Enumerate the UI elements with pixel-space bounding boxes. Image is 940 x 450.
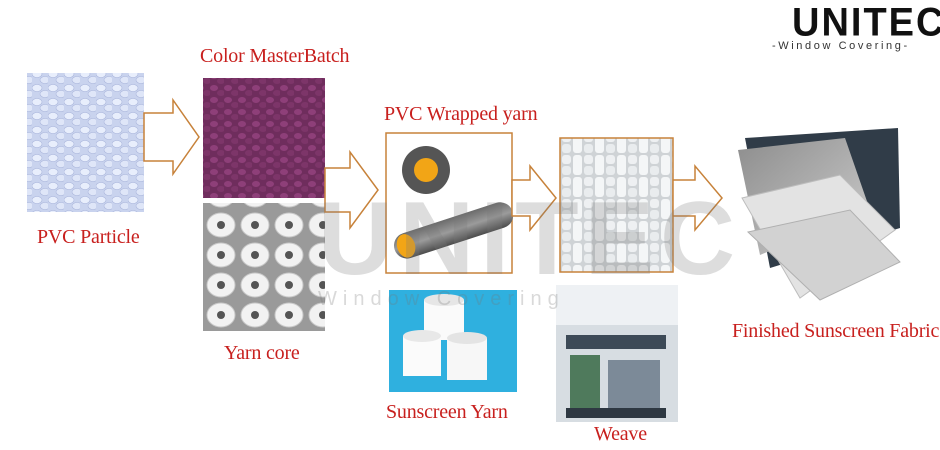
label-pvc-particle: PVC Particle [37, 226, 140, 248]
label-yarn-core: Yarn core [224, 342, 300, 364]
label-pvc-wrapped-yarn: PVC Wrapped yarn [384, 103, 538, 125]
label-color-masterbatch: Color MasterBatch [200, 45, 350, 67]
brand-logo: UNITEC [792, 0, 940, 46]
pvc-particle-image [27, 73, 144, 212]
arrow-3-icon [511, 163, 557, 233]
arrow-1-icon [143, 97, 200, 177]
finished-fabric-image [738, 128, 901, 301]
label-finished-sunscreen-fabric: Finished Sunscreen Fabric [732, 320, 940, 342]
yarn-core-image [203, 203, 325, 331]
wrapped-yarn-rod-icon [393, 202, 514, 259]
arrow-4-icon [672, 163, 723, 233]
label-sunscreen-yarn: Sunscreen Yarn [386, 401, 508, 423]
arrow-2-icon [324, 149, 379, 231]
label-weave: Weave [594, 423, 647, 445]
color-masterbatch-image [203, 78, 325, 198]
yarn-cones-icon [403, 294, 487, 380]
brand-tagline: -Window Covering- [772, 40, 910, 52]
weave-pattern-image [559, 137, 674, 273]
watermark-logo: UNITEC [318, 181, 742, 297]
watermark-tagline: Window Covering [318, 288, 565, 310]
